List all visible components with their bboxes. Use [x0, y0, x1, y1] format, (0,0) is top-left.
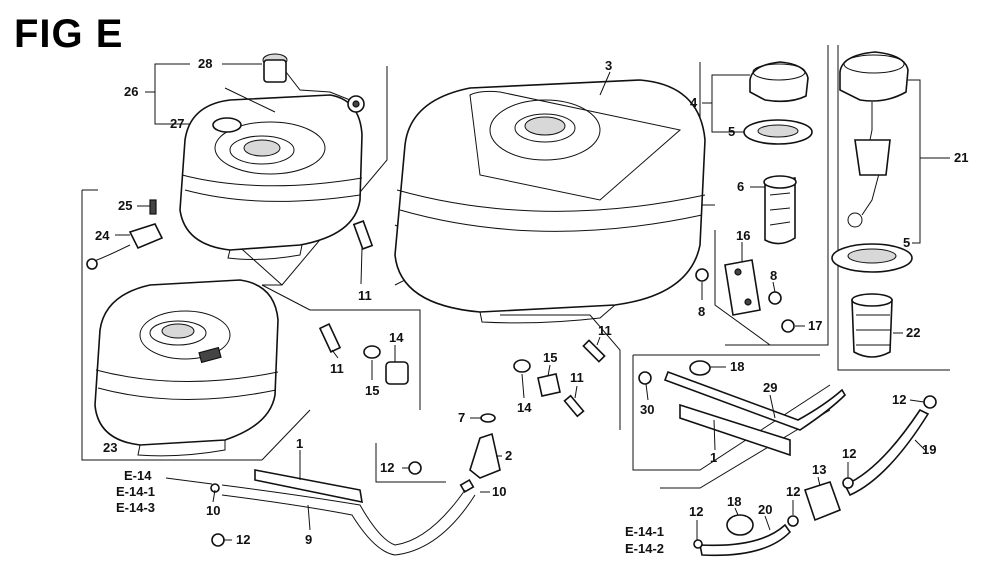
figure-title: FIG E: [14, 12, 124, 56]
ref-e14-3: E-14-3: [116, 500, 155, 515]
callout-14-b: 14: [517, 400, 532, 415]
callout-12-b: 12: [236, 532, 250, 547]
callout-15-b: 15: [543, 350, 557, 365]
callout-8: 8: [770, 268, 777, 283]
callout-24: 24: [95, 228, 110, 243]
fuel-valve: [459, 413, 501, 494]
fuel-tank-bracket: [94, 279, 279, 457]
callout-15: 15: [365, 383, 379, 398]
callout-20: 20: [758, 502, 772, 517]
callout-7: 7: [458, 410, 465, 425]
callout-11-d: 11: [570, 370, 584, 385]
callout-18-b: 18: [727, 494, 741, 509]
callout-19: 19: [922, 442, 936, 457]
callout-labels: 28 26 27 3 4 5 6 21 5 22 16 8 8 17 25 24…: [95, 56, 968, 547]
callout-25: 25: [118, 198, 132, 213]
callout-21: 21: [954, 150, 968, 165]
filler-cap-upper: [743, 61, 813, 245]
callout-26: 26: [124, 84, 138, 99]
callout-2: 2: [505, 448, 512, 463]
callout-27: 27: [170, 116, 184, 131]
callout-10: 10: [492, 484, 506, 499]
ref-e14-2: E-14-2: [625, 541, 664, 556]
callout-12-f: 12: [689, 504, 703, 519]
callout-30: 30: [640, 402, 654, 417]
callout-18: 18: [730, 359, 744, 374]
callout-22: 22: [906, 325, 920, 340]
fuel-hoses-left: [210, 461, 476, 556]
callout-9: 9: [305, 532, 312, 547]
callout-11: 11: [358, 288, 372, 303]
callout-16: 16: [736, 228, 750, 243]
callout-10-b: 10: [206, 503, 220, 518]
fuel-hoses-right: [638, 360, 937, 557]
callout-14: 14: [389, 330, 404, 345]
callout-12-e: 12: [786, 484, 800, 499]
callout-3: 3: [605, 58, 612, 73]
callout-28: 28: [198, 56, 212, 71]
callout-11-b: 11: [330, 361, 344, 376]
ref-e14-1: E-14-1: [116, 484, 155, 499]
fuel-gauge-part: [262, 53, 365, 113]
mount-plate: [695, 259, 795, 333]
callout-29: 29: [763, 380, 777, 395]
callout-5: 5: [728, 124, 735, 139]
bolts-and-bushings: [318, 220, 606, 418]
callout-12: 12: [380, 460, 394, 475]
callout-12-c: 12: [892, 392, 906, 407]
callout-1: 1: [296, 436, 303, 451]
callout-17: 17: [808, 318, 822, 333]
callout-23: 23: [103, 440, 117, 455]
fuel-tank-small: [179, 94, 363, 260]
callout-6: 6: [737, 179, 744, 194]
callout-5-right: 5: [903, 235, 910, 250]
ref-e14: E-14: [124, 468, 152, 483]
callout-13: 13: [812, 462, 826, 477]
leader-lines: [115, 63, 950, 541]
reference-labels: E-14 E-14-1 E-14-3 E-14-1 E-14-2: [116, 468, 664, 556]
callout-1-b: 1: [710, 450, 717, 465]
callout-8-left: 8: [698, 304, 705, 319]
callout-12-d: 12: [842, 446, 856, 461]
fuel-tank-large: [394, 79, 706, 324]
filler-cap-right: [831, 51, 913, 358]
callout-4: 4: [690, 95, 698, 110]
tank-clip-parts: [86, 199, 164, 270]
ref-e14-1-right: E-14-1: [625, 524, 664, 539]
callout-11-c: 11: [598, 323, 612, 338]
